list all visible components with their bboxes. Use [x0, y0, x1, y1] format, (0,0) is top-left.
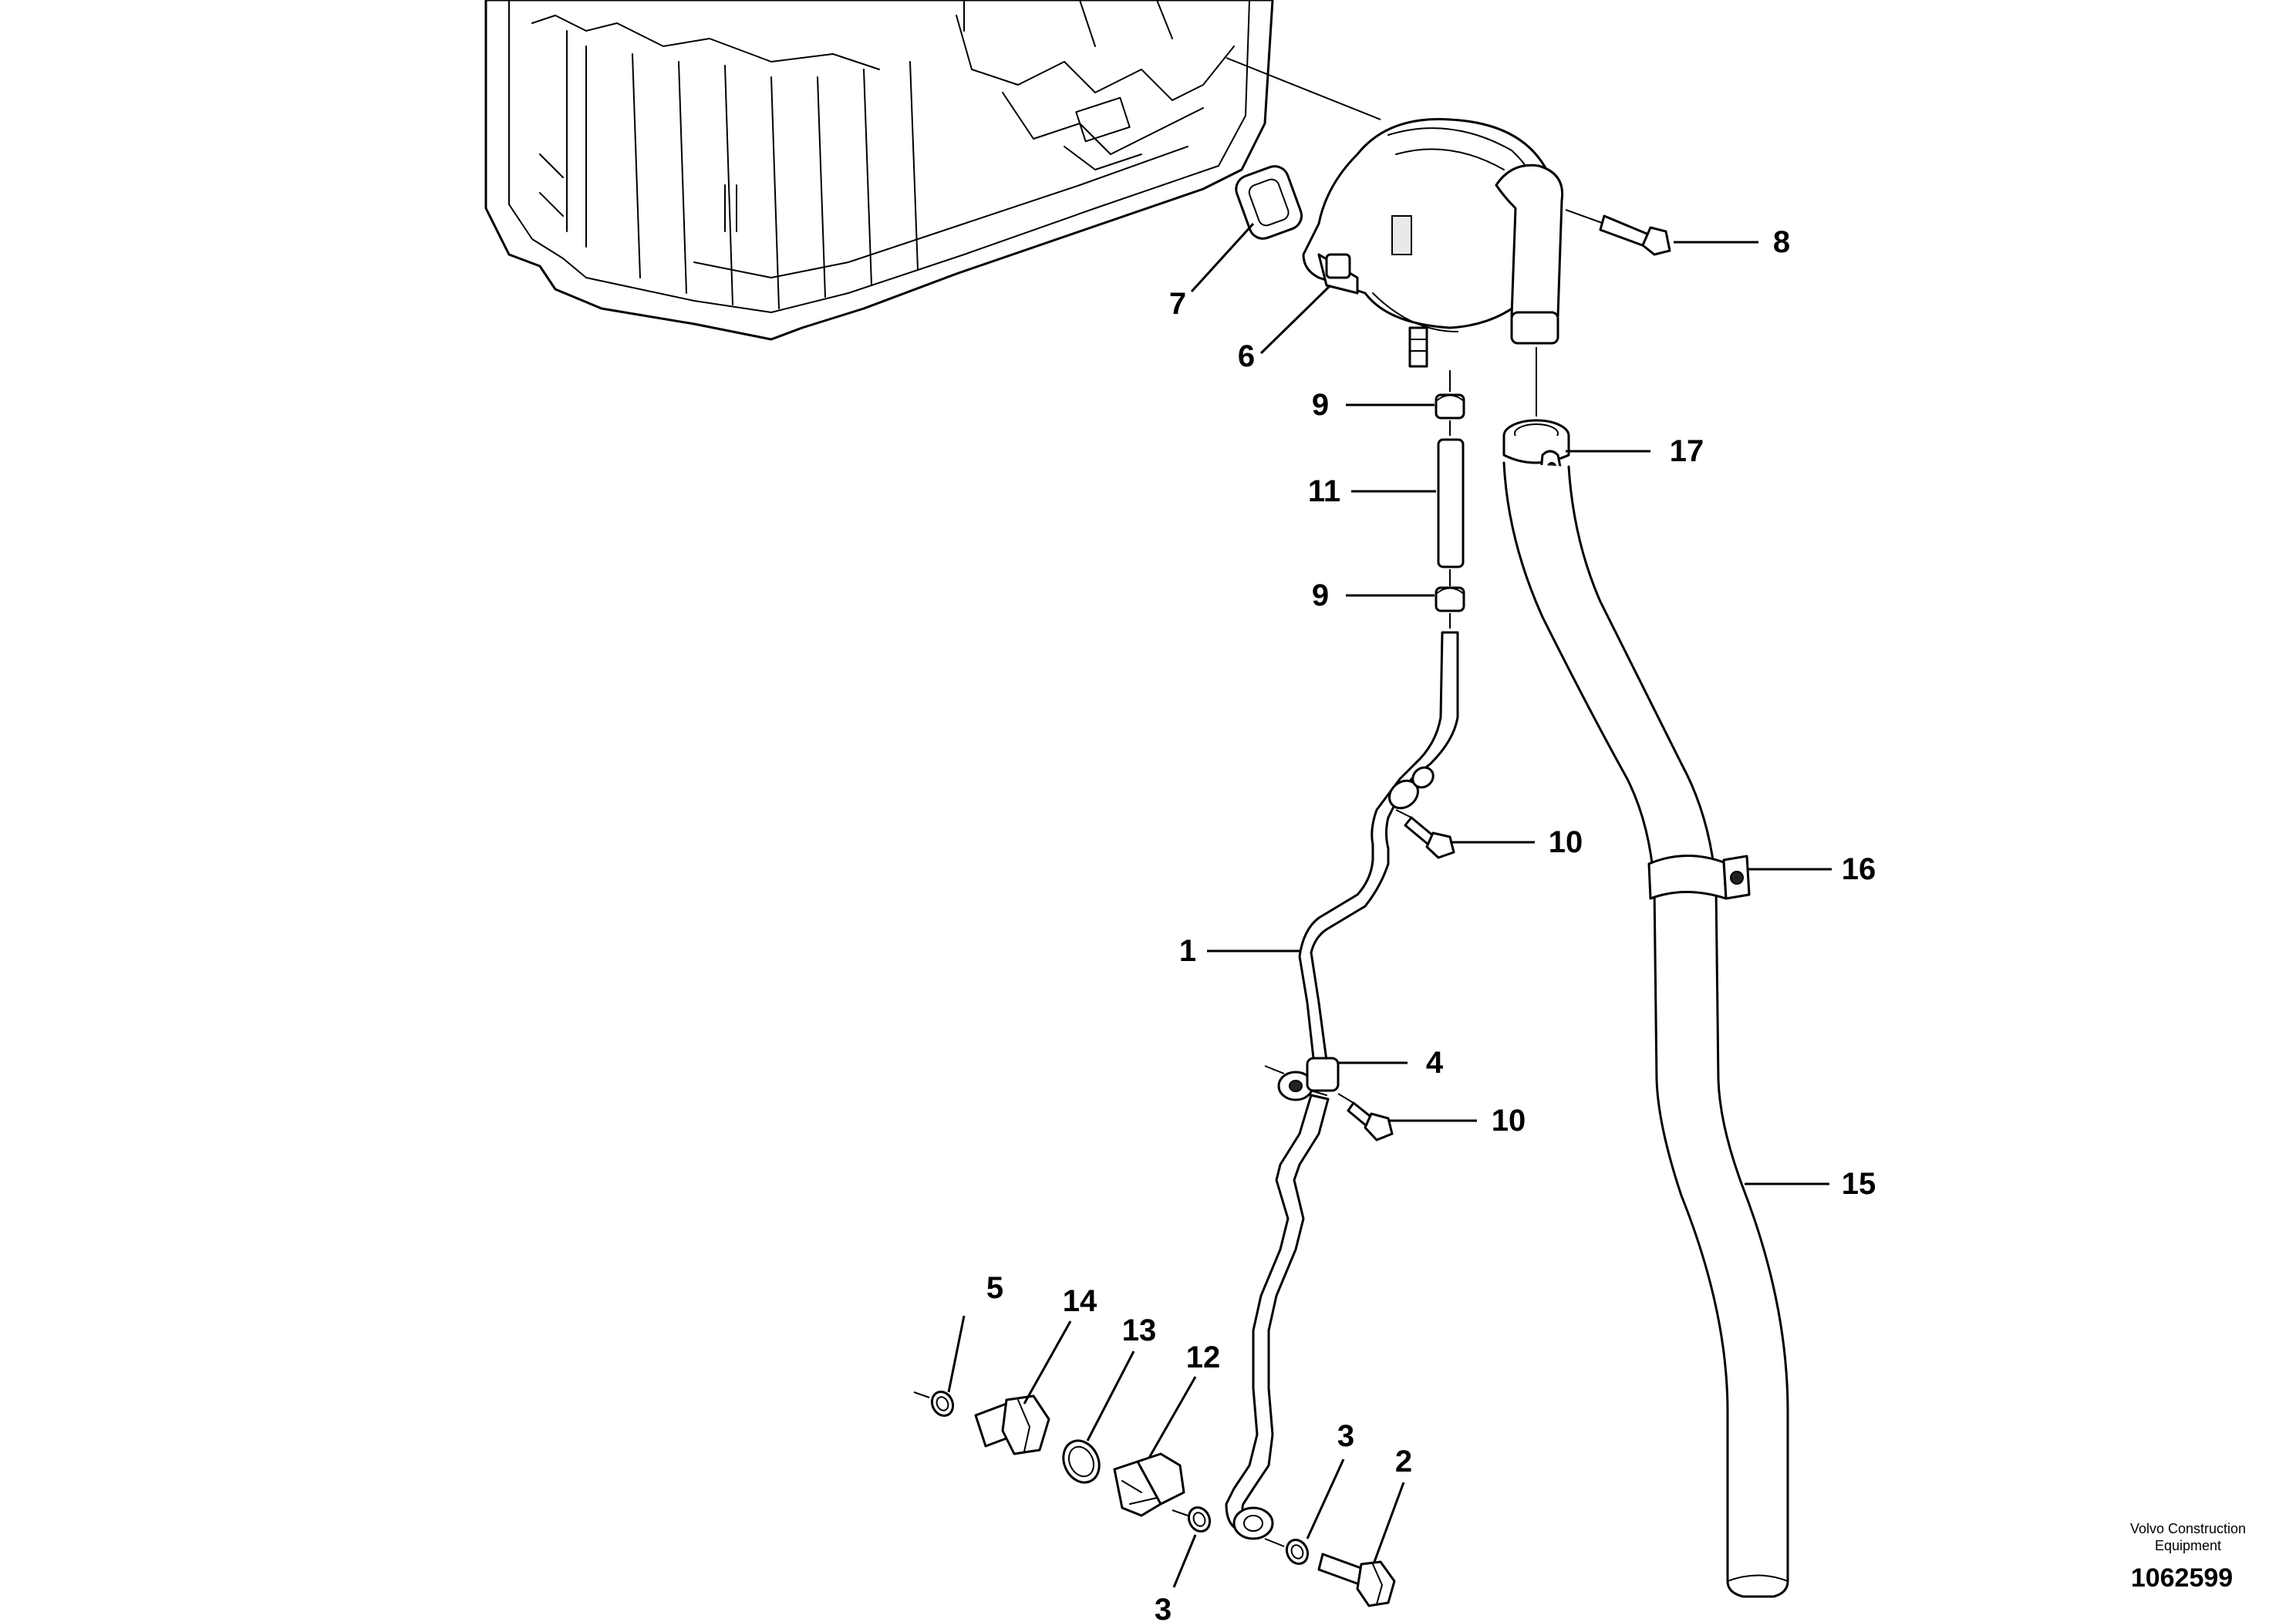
adapter-part-12	[1113, 1452, 1185, 1517]
oil-separator-part-6	[1302, 118, 1564, 368]
leader-12	[1148, 1376, 1197, 1458]
callout-17: 17	[1670, 434, 1704, 468]
nut-part-14	[974, 1394, 1050, 1455]
callout-13: 13	[1122, 1313, 1157, 1347]
clamp-part-9-lower	[1435, 586, 1465, 629]
callout-7: 7	[1169, 287, 1186, 321]
o-ring-part-13	[1062, 1439, 1101, 1484]
oil-pipe-part-1	[1225, 631, 1459, 1540]
callout-8: 8	[1773, 225, 1790, 259]
callout-6: 6	[1238, 339, 1255, 373]
hose-part-11	[1437, 420, 1465, 586]
leader-7	[1190, 222, 1255, 293]
callout-16: 16	[1842, 852, 1876, 886]
bolt-part-8	[1565, 209, 1671, 256]
seal-ring-part-3-right	[1264, 1538, 1310, 1566]
leader-3b	[1306, 1458, 1345, 1539]
brand-line-2: Equipment	[2155, 1538, 2221, 1553]
callout-1: 1	[1179, 934, 1196, 968]
seal-ring-part-3-left	[1172, 1506, 1212, 1533]
bolt-part-10-lower	[1337, 1093, 1394, 1141]
oil-sump-housing	[484, 0, 1274, 341]
callout-10-lower: 10	[1492, 1104, 1526, 1138]
hose-clamp-part-17	[1502, 347, 1570, 479]
callout-3-left: 3	[1155, 1593, 1172, 1622]
banjo-bolt-part-2	[1317, 1553, 1396, 1607]
leader-5	[947, 1315, 966, 1393]
callout-11: 11	[1308, 474, 1340, 508]
clamp-part-9-upper	[1435, 370, 1465, 420]
callout-3-right: 3	[1337, 1419, 1354, 1453]
seal-ring-part-5	[913, 1390, 955, 1418]
callout-leaders	[947, 222, 1832, 1588]
callout-12: 12	[1186, 1340, 1221, 1374]
leader-3a	[1172, 1534, 1197, 1588]
callout-9-upper: 9	[1312, 388, 1329, 422]
leader-13	[1086, 1351, 1135, 1442]
document-number: 1062599	[2131, 1563, 2233, 1593]
leader-6	[1259, 284, 1332, 355]
callout-2: 2	[1395, 1445, 1412, 1479]
callout-labels: 8 7 6 9 11 9 17 10 16 1 4 10 15 5 14 13 …	[986, 225, 1876, 1622]
callout-10-upper: 10	[1549, 825, 1583, 859]
callout-15: 15	[1842, 1167, 1876, 1201]
leader-14	[1023, 1320, 1072, 1404]
strap-clamp-part-16	[1647, 854, 1751, 900]
hose-part-15	[1502, 461, 1789, 1598]
sump-leader-line	[1226, 57, 1381, 120]
footer: Volvo Construction Equipment 1062599	[2130, 1521, 2246, 1593]
leader-2	[1373, 1482, 1405, 1563]
callout-5: 5	[986, 1271, 1003, 1305]
bolt-part-10-upper	[1395, 809, 1455, 859]
callout-9-lower: 9	[1312, 578, 1329, 612]
callout-14: 14	[1063, 1284, 1097, 1318]
gasket-part-7	[1235, 165, 1303, 240]
brand-line-1: Volvo Construction	[2130, 1521, 2246, 1536]
pipe-clamp-part-4	[1264, 1057, 1340, 1101]
callout-4: 4	[1426, 1046, 1444, 1080]
